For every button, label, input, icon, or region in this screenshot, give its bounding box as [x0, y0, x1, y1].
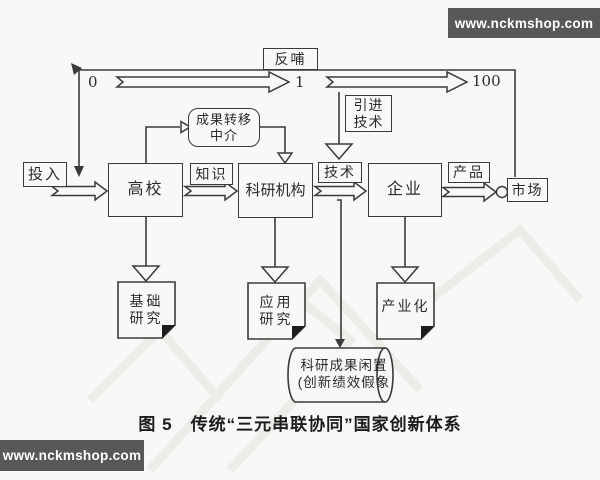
- arrowhead-industrialization: [390, 266, 420, 284]
- feedback-label: 反哺: [274, 50, 307, 67]
- feedback-label-box: 反哺: [263, 48, 318, 70]
- arrowhead-into-agency: [180, 120, 192, 134]
- figure-caption: 图 5 传统“三元串联协同”国家创新体系: [138, 415, 462, 434]
- technology-node: 技术: [318, 162, 362, 183]
- university-to-agency-line: [145, 126, 180, 163]
- watermark-bar-bottom-left: www.nckmshop.com: [0, 440, 144, 471]
- idle-results-line: [337, 199, 342, 340]
- enterprise-label: 企业: [386, 181, 423, 199]
- arrowhead-feedback-down: [74, 166, 84, 177]
- basic-research-line1: 基础: [129, 292, 164, 309]
- research-institute-node: 科研机构: [238, 163, 313, 218]
- market-connector-circle: [495, 185, 509, 199]
- arrowhead-feedback-corner: [71, 63, 82, 75]
- university-label: 高校: [127, 181, 164, 199]
- product-label: 产品: [453, 164, 485, 181]
- transfer-agency-label-line1: 成果转移: [195, 111, 252, 127]
- agency-to-research-line: [260, 126, 286, 154]
- applied-research-label: 应用 研究: [250, 289, 303, 333]
- imported-tech-label-line1: 引进: [353, 96, 384, 113]
- enterprise-node: 企业: [368, 163, 442, 217]
- technology-label: 技术: [324, 164, 356, 181]
- university-node: 高校: [108, 163, 183, 217]
- research-institute-label: 科研机构: [245, 181, 306, 199]
- arrowhead-into-cylinder: [335, 339, 345, 348]
- arrow-university-to-research: [182, 180, 239, 202]
- market-node: 市场: [507, 178, 548, 202]
- feedback-line: [78, 69, 516, 177]
- industrialization-fold: [421, 326, 434, 339]
- knowledge-label: 知识: [195, 165, 228, 182]
- basic-research-label: 基础 研究: [120, 288, 173, 332]
- scale-hundred: 100: [472, 72, 501, 90]
- scale-one: 1: [295, 73, 305, 91]
- arrowhead-basic-research: [131, 265, 161, 283]
- market-label: 市场: [511, 181, 544, 198]
- knowledge-node: 知识: [190, 163, 233, 185]
- idle-results-label: 科研成果闲置 (创新绩效假象: [292, 354, 396, 396]
- watermark-bar-top-right: www.nckmshop.com: [448, 8, 600, 38]
- applied-research-fold: [292, 326, 305, 339]
- imported-tech-label-line2: 技术: [353, 113, 384, 130]
- transfer-agency-label-line2: 中介: [209, 127, 238, 143]
- arrow-enterprise-to-market: [440, 181, 498, 203]
- arrow-0-to-1: [114, 70, 291, 94]
- industrialization-label: 产业化: [381, 298, 430, 315]
- product-node: 产品: [448, 162, 490, 183]
- input-node: 投入: [23, 162, 67, 187]
- imported-tech-node: 引进 技术: [345, 95, 392, 132]
- idle-results-cylinder-lid: [376, 347, 386, 403]
- basic-research-fold: [162, 325, 175, 338]
- arrowhead-applied-research: [260, 266, 290, 284]
- arrowhead-imported-tech: [324, 143, 354, 161]
- scale-zero: 0: [88, 73, 98, 91]
- basic-research-line2: 研究: [129, 310, 164, 326]
- idle-results-line1: 科研成果闲置: [300, 358, 388, 374]
- transfer-agency-node: 成果转移 中介: [188, 108, 260, 147]
- applied-research-line1: 应用: [259, 293, 294, 310]
- arrowhead-agency-to-research: [276, 152, 294, 165]
- input-label: 投入: [27, 165, 62, 183]
- applied-research-line2: 研究: [259, 311, 294, 327]
- idle-results-line2: (创新绩效假象: [297, 375, 391, 390]
- arrow-research-to-enterprise: [312, 180, 368, 202]
- arrow-1-to-100: [324, 70, 469, 94]
